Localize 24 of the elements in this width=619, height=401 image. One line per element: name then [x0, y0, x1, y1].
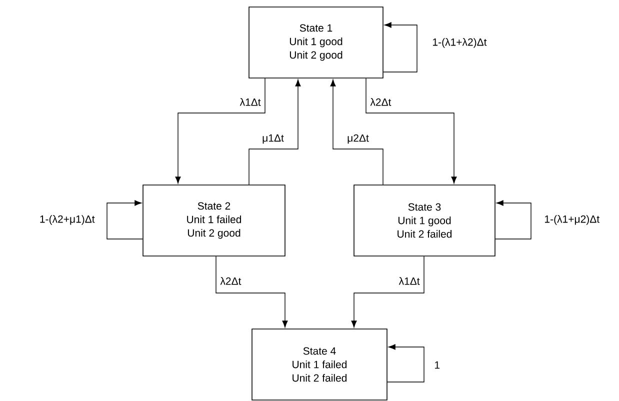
edge-label: λ2Δt — [219, 276, 242, 286]
arrow — [248, 80, 301, 185]
state-box: State 1 Unit 1 good Unit 2 good — [248, 6, 384, 78]
state-box: State 2 Unit 1 failed Unit 2 good — [142, 184, 286, 256]
arrow — [330, 80, 384, 185]
edge-label: 1-(λ1+λ2)Δt — [431, 37, 488, 49]
arrow — [351, 256, 424, 328]
edge-label: λ1Δt — [398, 276, 421, 286]
arrow — [216, 256, 288, 328]
arrow — [383, 22, 418, 72]
edge-label: μ1Δt — [261, 133, 285, 145]
arrow — [495, 200, 532, 240]
edge-label: 1-(λ1+μ2)Δt — [543, 214, 601, 226]
edge-label: μ2Δt — [346, 133, 370, 145]
state-box: State 4 Unit 1 failed Unit 2 failed — [252, 328, 388, 400]
arrow — [366, 78, 457, 184]
edge-label: λ1Δt — [238, 97, 262, 107]
edge-label: λ2Δt — [369, 97, 392, 107]
arrow — [175, 78, 266, 184]
edge-label: 1 — [433, 360, 442, 370]
arrow — [106, 200, 143, 240]
arrow — [387, 344, 424, 382]
edge-label: 1-(λ2+μ1)Δt — [38, 214, 96, 226]
state-box: State 3 Unit 1 good Unit 2 failed — [354, 184, 496, 256]
